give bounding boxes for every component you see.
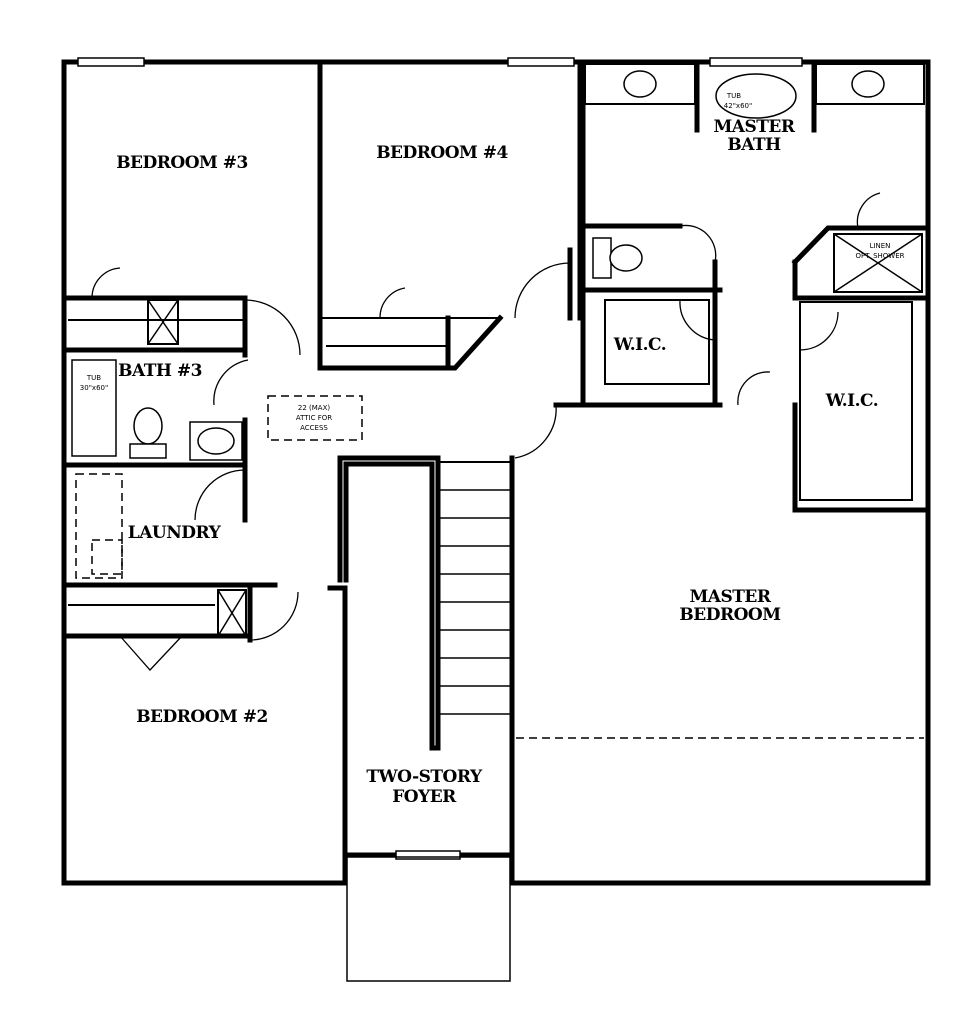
toilet-bowl-icon (609, 244, 643, 272)
exterior-walls (61, 59, 931, 886)
laundry-counter (75, 473, 123, 579)
laundry-machine (91, 539, 123, 575)
sink-icon (623, 70, 657, 98)
sink-icon (851, 70, 885, 98)
attic-access (267, 395, 363, 441)
master-tub-note-line2: 42"x60" (724, 102, 752, 110)
bath3-label: BATH #3 (118, 361, 202, 381)
closet-shelves (604, 233, 923, 501)
master-tub-icon (715, 73, 797, 119)
windows (77, 57, 803, 860)
bath3-tub-note-line1: TUB (86, 374, 101, 382)
sink-icon (197, 427, 235, 455)
attic-note-line2: ATTIC FOR (296, 414, 332, 422)
foyer-label-line2: FOYER (392, 787, 457, 807)
laundry-label: LAUNDRY (128, 523, 222, 543)
foyer-label-line1: TWO-STORY (366, 767, 483, 787)
attic-note-line1: 22 (MAX) (298, 404, 330, 412)
front-porch (346, 856, 511, 982)
annotations: 22 (MAX) ATTIC FOR ACCESS TUB 42"x60" TU… (80, 92, 905, 432)
interior-walls (61, 59, 931, 858)
wic-center-label: W.I.C. (613, 335, 666, 355)
master-tub-note-line1: TUB (726, 92, 741, 100)
linen-note-line2: OPT. SHOWER (855, 252, 904, 260)
bedroom4-label: BEDROOM #4 (376, 143, 508, 163)
master-bedroom-label-line2: BEDROOM (679, 605, 781, 625)
bedroom3-label: BEDROOM #3 (116, 153, 248, 173)
stair-treads (440, 489, 510, 715)
door-swings (91, 192, 881, 671)
master-bath-label-line1: MASTER (713, 117, 795, 137)
toilet-bowl-icon (133, 407, 163, 445)
bath3-tub-note-line2: 30"x60" (80, 384, 108, 392)
attic-note-line3: ACCESS (300, 424, 328, 432)
toilet-tank-icon (129, 443, 167, 459)
master-bath-label-line2: BATH (727, 135, 781, 155)
bath3-tub-icon (71, 359, 117, 457)
toilet-tank-icon (592, 237, 612, 279)
wic-right-label: W.I.C. (825, 391, 878, 411)
master-bedroom-label-line1: MASTER (689, 587, 771, 607)
bedroom2-label: BEDROOM #2 (136, 707, 268, 727)
linen-note-line1: LINEN (870, 242, 891, 250)
fixtures (71, 70, 885, 579)
room-labels: BEDROOM #3 BEDROOM #4 MASTER BATH BATH #… (116, 117, 879, 807)
